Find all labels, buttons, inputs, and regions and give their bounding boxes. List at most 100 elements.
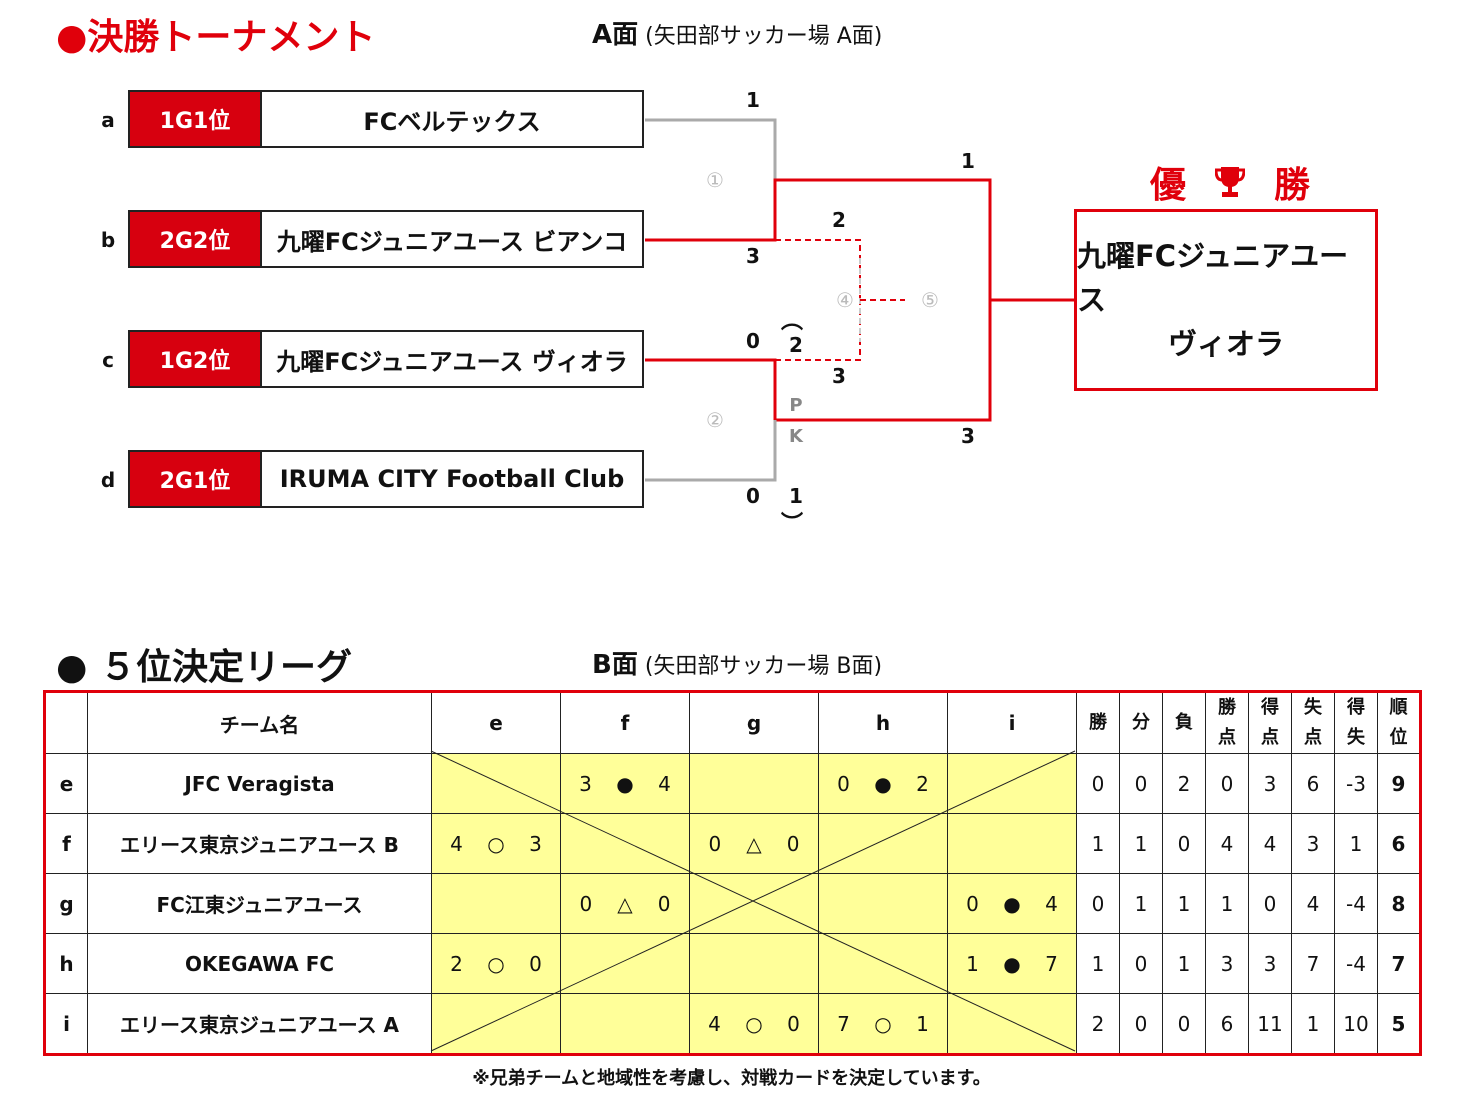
empty-cell xyxy=(818,873,948,934)
team-name: エリース東京ジュニアユース A xyxy=(87,993,432,1055)
result-mark: ● xyxy=(1003,951,1021,976)
rank-cell: 7 xyxy=(1377,933,1421,994)
team-row-a: 1G1位 FCベルテックス xyxy=(128,90,644,148)
result-cell: 7○1 xyxy=(818,993,948,1055)
stat-cell: 1 xyxy=(1291,993,1335,1055)
header-goals-against: 失点 xyxy=(1291,691,1335,754)
team-name: FC江東ジュニアユース xyxy=(87,873,432,934)
result-cell: 2○0 xyxy=(431,933,561,994)
row-letter: g xyxy=(44,873,88,934)
stat-cell: -4 xyxy=(1334,933,1378,994)
empty-cell xyxy=(689,873,819,934)
stat-cell: 0 xyxy=(1119,993,1163,1055)
result-score: 0 xyxy=(579,891,593,916)
score-m4-bottom: 3 xyxy=(832,364,846,388)
result-cell: 4○3 xyxy=(431,813,561,874)
bracket-lines xyxy=(645,118,1074,482)
header-losses: 負 xyxy=(1162,691,1206,754)
match-number-2: ② xyxy=(706,408,724,432)
stat-cell: -4 xyxy=(1334,873,1378,934)
seed-label: 1G1位 xyxy=(130,92,262,146)
empty-cell xyxy=(947,993,1077,1055)
empty-cell xyxy=(947,753,1077,814)
result-score: 2 xyxy=(450,951,463,976)
seed-label: 2G2位 xyxy=(130,212,262,266)
stat-cell: 1 xyxy=(1119,813,1163,874)
header-corner xyxy=(44,691,88,754)
team-letter-a: a xyxy=(101,108,115,132)
team-letter-b: b xyxy=(100,228,116,252)
header-points: 勝点 xyxy=(1205,691,1249,754)
stat-cell: 1 xyxy=(1162,933,1206,994)
court-a-label: A面 (矢田部サッカー場 A面) xyxy=(592,20,883,50)
stat-cell: 1 xyxy=(1119,873,1163,934)
team-name: JFC Veragista xyxy=(87,753,432,814)
row-letter: i xyxy=(44,993,88,1055)
stat-cell: 0 xyxy=(1162,813,1206,874)
stat-cell: 7 xyxy=(1291,933,1335,994)
stat-cell: 11 xyxy=(1248,993,1292,1055)
rank-cell: 6 xyxy=(1377,813,1421,874)
stat-cell: 6 xyxy=(1291,753,1335,814)
champion-title: 優 勝 xyxy=(1150,156,1310,208)
result-score: 0 xyxy=(657,891,671,916)
team-row-d: 2G1位 IRUMA CITY Football Club xyxy=(128,450,644,508)
team-name: OKEGAWA FC xyxy=(87,933,432,994)
result-score: 7 xyxy=(837,1011,850,1036)
stat-cell: 3 xyxy=(1248,933,1292,994)
header-opponent: h xyxy=(818,691,948,754)
bracket-line-a xyxy=(645,118,777,180)
team-row-c: 1G2位 九曜FCジュニアユース ヴィオラ xyxy=(128,330,644,388)
result-mark: ● xyxy=(616,771,634,796)
result-cell: 4○0 xyxy=(689,993,819,1055)
header-wins: 勝 xyxy=(1076,691,1120,754)
stat-cell: 1 xyxy=(1162,873,1206,934)
stat-cell: 2 xyxy=(1076,993,1120,1055)
result-score: 0 xyxy=(708,831,722,856)
court-b-label: B面 (矢田部サッカー場 B面) xyxy=(592,650,883,680)
header-rank: 順位 xyxy=(1377,691,1421,754)
score-final-top: 1 xyxy=(961,149,975,173)
result-score: 0 xyxy=(837,771,850,796)
champion-label-2: 勝 xyxy=(1273,165,1310,206)
champion-box: 九曜FCジュニアユース ヴィオラ xyxy=(1074,209,1378,391)
result-mark: △ xyxy=(617,891,633,916)
empty-cell xyxy=(689,933,819,994)
header-draws: 分 xyxy=(1119,691,1163,754)
header-team-name: チーム名 xyxy=(87,691,432,754)
pk-paren-close: ︶ xyxy=(781,512,804,537)
stat-cell: 0 xyxy=(1119,933,1163,994)
result-mark: ○ xyxy=(487,951,505,976)
bullet-icon: ● xyxy=(56,17,88,58)
result-score: 0 xyxy=(787,1011,800,1036)
table-header-row: チーム名 e f g h i 勝 分 負 勝点 得点 失点 得失 順位 xyxy=(44,691,1421,754)
stat-cell: 4 xyxy=(1291,873,1335,934)
bullet-icon: ● xyxy=(56,647,88,688)
stat-cell: 10 xyxy=(1334,993,1378,1055)
empty-cell xyxy=(560,813,690,874)
stat-cell: 0 xyxy=(1162,993,1206,1055)
match-number-4: ④ xyxy=(836,288,854,312)
seed-label: 2G1位 xyxy=(130,452,262,506)
empty-cell xyxy=(431,753,561,814)
result-score: 4 xyxy=(658,771,671,796)
result-score: 1 xyxy=(916,1011,929,1036)
score-m4-top: 2 xyxy=(832,208,846,232)
empty-cell xyxy=(431,873,561,934)
match-number-1: ① xyxy=(706,168,724,192)
result-score: 4 xyxy=(1045,891,1058,916)
stat-cell: 4 xyxy=(1248,813,1292,874)
header-opponent: g xyxy=(689,691,819,754)
empty-cell xyxy=(818,813,948,874)
champion-label-1: 優 xyxy=(1150,165,1187,206)
result-score: 1 xyxy=(966,951,979,976)
team-name: エリース東京ジュニアユース B xyxy=(87,813,432,874)
rank-cell: 9 xyxy=(1377,753,1421,814)
stat-cell: 1 xyxy=(1205,873,1249,934)
result-cell: 0●2 xyxy=(818,753,948,814)
team-letter-d: d xyxy=(100,468,116,492)
